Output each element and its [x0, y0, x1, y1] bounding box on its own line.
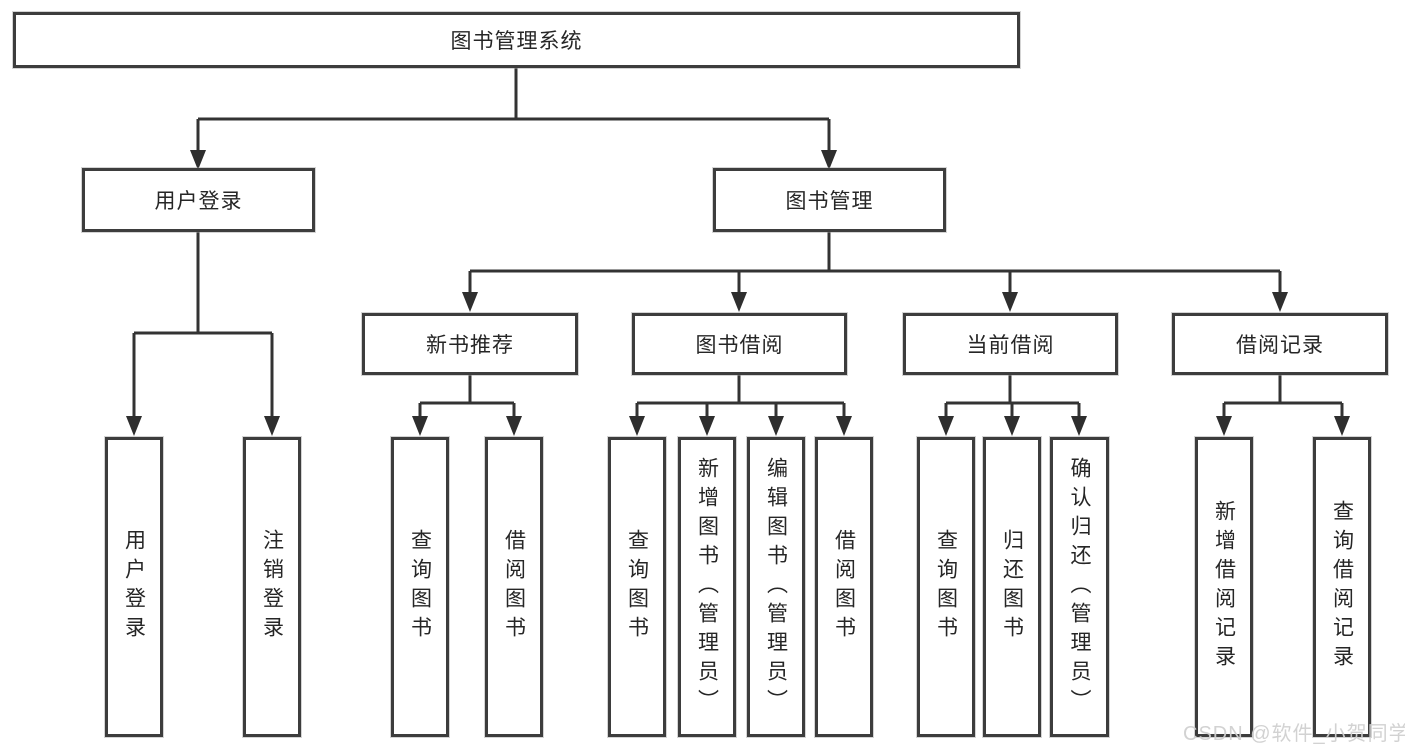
node-root: 图书管理系统: [13, 12, 1020, 68]
node-new-book-recommend-label: 新书推荐: [426, 334, 514, 357]
node-borrow-record: 借阅记录: [1172, 313, 1388, 375]
node-root-label: 图书管理系统: [450, 30, 583, 53]
leaf-logout-login: 注销登录: [243, 437, 301, 737]
csdn-watermark: CSDN @软件_小贺同学: [1183, 723, 1405, 745]
leaf-return-book: 归还图书: [983, 437, 1041, 737]
node-new-book-recommend: 新书推荐: [362, 313, 578, 375]
leaf-add-borrow-record: 新增借阅记录: [1195, 437, 1253, 737]
node-current-borrow: 当前借阅: [903, 313, 1118, 375]
node-borrow-record-label: 借阅记录: [1236, 334, 1324, 357]
leaf-add-book-admin: 新增图书（管理员）: [678, 437, 736, 737]
node-book-borrow-label: 图书借阅: [695, 334, 784, 357]
leaf-query-book-recommend: 查询图书: [391, 437, 449, 737]
leaf-borrow-book-recommend: 借阅图书: [485, 437, 543, 737]
leaf-confirm-return-admin: 确认归还（管理员）: [1050, 437, 1109, 737]
node-book-management-label: 图书管理: [785, 190, 874, 213]
node-user-login-label: 用户登录: [154, 190, 243, 213]
node-book-borrow: 图书借阅: [632, 313, 847, 375]
node-book-management: 图书管理: [713, 168, 946, 232]
leaf-query-borrow-record: 查询借阅记录: [1313, 437, 1371, 737]
leaf-borrow-book: 借阅图书: [815, 437, 873, 737]
leaf-query-book-current: 查询图书: [917, 437, 975, 737]
leaf-query-book-borrow: 查询图书: [608, 437, 666, 737]
leaf-edit-book-admin: 编辑图书（管理员）: [747, 437, 805, 737]
node-current-borrow-label: 当前借阅: [966, 334, 1055, 357]
leaf-user-login: 用户登录: [105, 437, 163, 737]
node-user-login: 用户登录: [82, 168, 315, 232]
